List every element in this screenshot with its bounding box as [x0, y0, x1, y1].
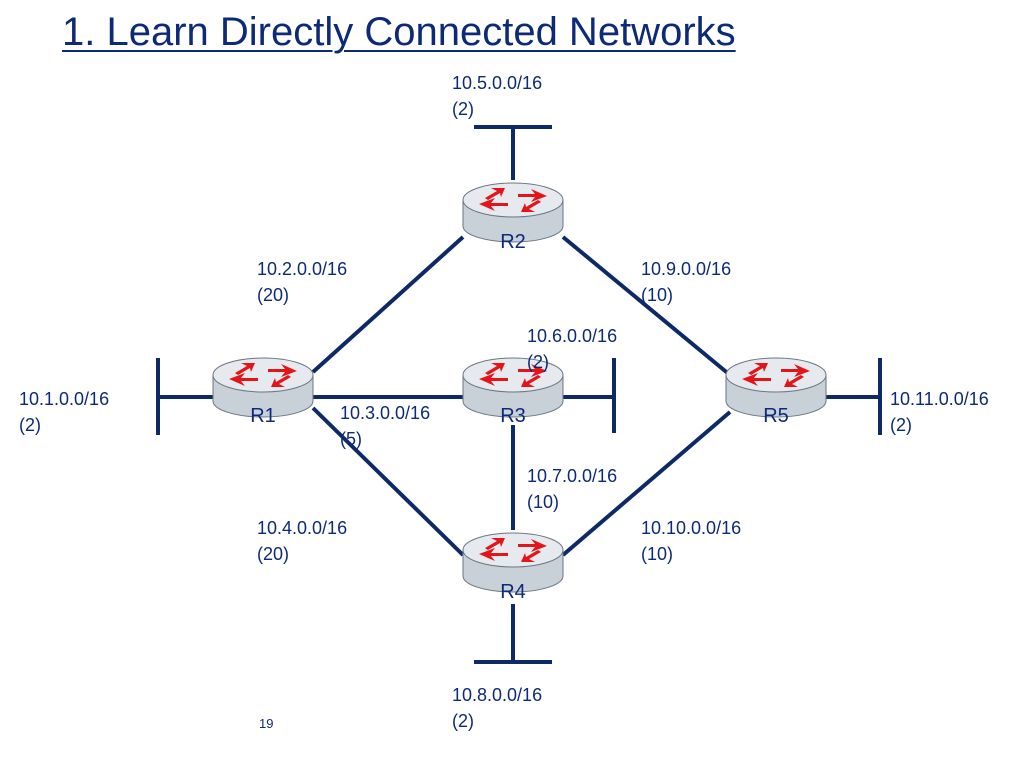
- network-cost: (2): [452, 711, 474, 731]
- router-r4: R4: [462, 532, 564, 603]
- network-label-10-8: 10.8.0.0/16 (2): [452, 682, 542, 734]
- network-cost: (5): [340, 429, 362, 449]
- router-r2: R2: [462, 182, 564, 253]
- network-label-10-9: 10.9.0.0/16 (10): [641, 256, 731, 308]
- network-address: 10.9.0.0/16: [641, 259, 732, 279]
- link-r4-r5: [561, 410, 732, 557]
- network-label-10-11: 10.11.0.0/16 (2): [890, 386, 989, 438]
- network-cost: (10): [641, 285, 674, 305]
- network-label-10-7: 10.7.0.0/16 (10): [527, 463, 617, 515]
- network-cost: (2): [19, 415, 41, 435]
- router-r3: R3: [462, 357, 564, 427]
- network-cost: (2): [452, 99, 474, 119]
- link-r1-r2: [311, 235, 465, 374]
- network-label-10-1: 10.1.0.0/16 (2): [19, 386, 109, 438]
- page-number: 19: [259, 716, 274, 731]
- network-cost: (2): [527, 352, 549, 372]
- router-r5: R5: [725, 357, 827, 427]
- network-address: 10.4.0.0/16: [257, 518, 348, 538]
- network-address: 10.5.0.0/16: [452, 73, 543, 93]
- router-r1: R1: [212, 357, 314, 427]
- network-address: 10.10.0.0/16: [641, 518, 742, 538]
- network-address: 10.6.0.0/16: [527, 326, 618, 346]
- router-label: R5: [763, 405, 789, 427]
- network-label-10-2: 10.2.0.0/16 (20): [257, 256, 347, 308]
- network-address: 10.11.0.0/16: [890, 389, 989, 409]
- network-label-10-4: 10.4.0.0/16 (20): [257, 515, 347, 567]
- network-cost: (10): [641, 544, 674, 564]
- network-address: 10.7.0.0/16: [527, 466, 618, 486]
- network-label-10-6: 10.6.0.0/16 (2): [527, 323, 617, 375]
- network-label-10-10: 10.10.0.0/16 (10): [641, 515, 741, 567]
- network-cost: (20): [257, 285, 290, 305]
- router-label: R4: [500, 581, 526, 603]
- network-address: 10.3.0.0/16: [340, 403, 431, 423]
- network-cost: (2): [890, 415, 912, 435]
- network-label-10-3: 10.3.0.0/16 (5): [340, 400, 430, 452]
- router-label: R1: [250, 405, 276, 427]
- router-label: R2: [500, 231, 526, 253]
- slide-title: 1. Learn Directly Connected Networks: [62, 10, 736, 54]
- link-r1-r4: [311, 406, 465, 557]
- network-label-10-5: 10.5.0.0/16 (2): [452, 70, 542, 122]
- network-address: 10.8.0.0/16: [452, 685, 543, 705]
- network-address: 10.2.0.0/16: [257, 259, 348, 279]
- network-cost: (20): [257, 544, 290, 564]
- router-label: R3: [500, 405, 526, 427]
- network-cost: (10): [527, 492, 560, 512]
- link-r2-r5: [561, 235, 732, 377]
- network-address: 10.1.0.0/16: [19, 389, 110, 409]
